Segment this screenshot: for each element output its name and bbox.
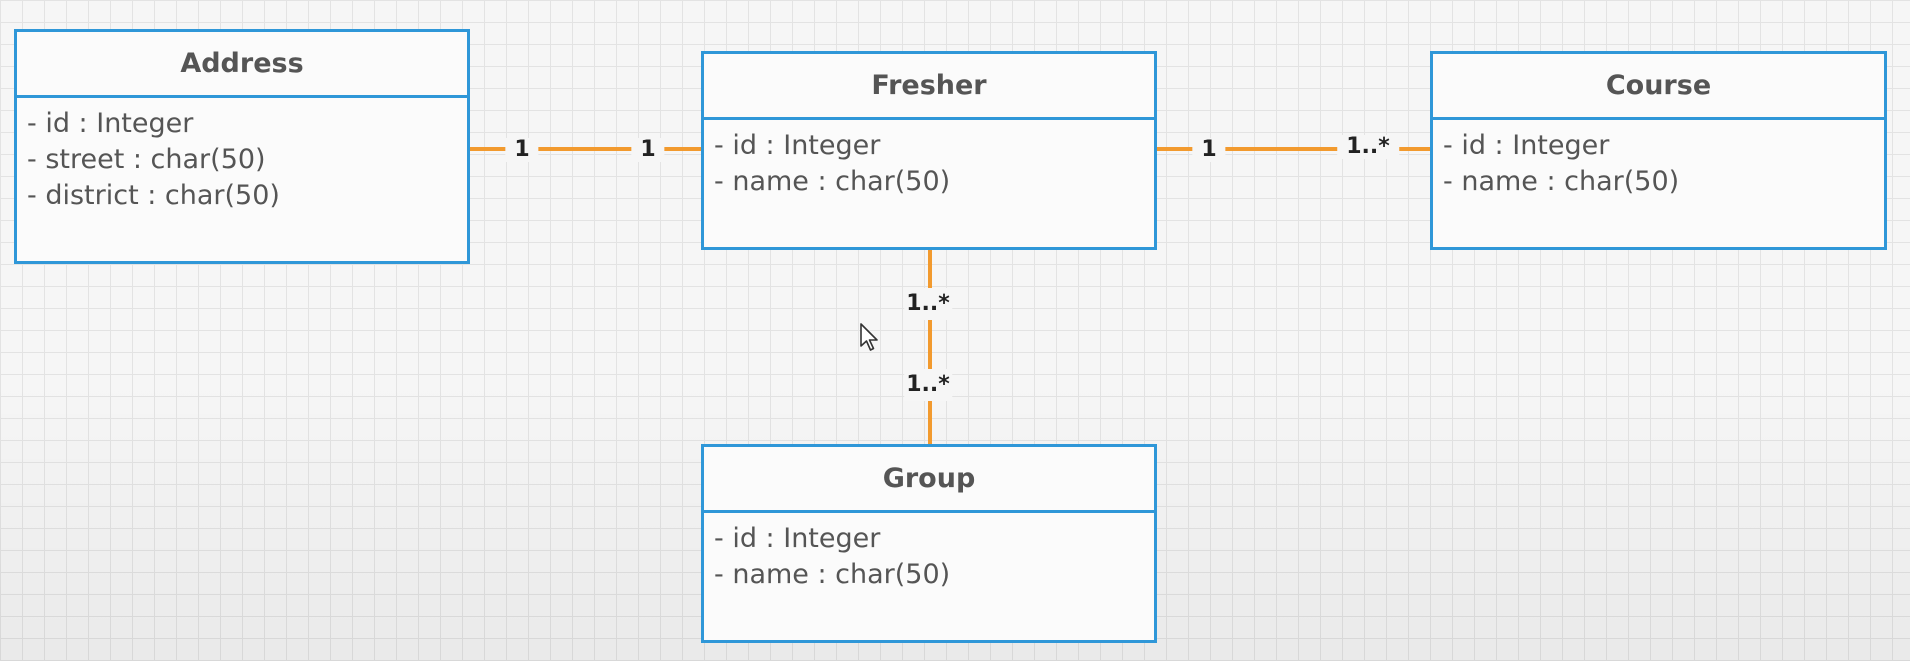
- class-address-attributes: - id : Integer - street : char(50) - dis…: [17, 98, 467, 214]
- class-address[interactable]: Address - id : Integer - street : char(5…: [14, 29, 470, 264]
- attribute: - street : char(50): [27, 144, 266, 175]
- multiplicity-address-side: 1: [505, 138, 539, 162]
- association-address-fresher-line: [468, 147, 703, 151]
- class-fresher[interactable]: Fresher - id : Integer - name : char(50): [701, 51, 1157, 250]
- class-group-name: Group: [704, 447, 1154, 513]
- attribute: - id : Integer: [714, 130, 881, 161]
- multiplicity-fresher-side-group: 1..*: [904, 288, 952, 320]
- class-course-name: Course: [1433, 54, 1884, 120]
- attribute: - name : char(50): [1443, 166, 1680, 197]
- class-course[interactable]: Course - id : Integer - name : char(50): [1430, 51, 1887, 250]
- class-group[interactable]: Group - id : Integer - name : char(50): [701, 444, 1157, 643]
- class-fresher-attributes: - id : Integer - name : char(50): [704, 120, 1154, 200]
- association-fresher-group-line: [928, 247, 932, 447]
- attribute: - name : char(50): [714, 559, 951, 590]
- association-fresher-course-line: [1156, 147, 1432, 151]
- class-fresher-name: Fresher: [704, 54, 1154, 120]
- multiplicity-fresher-side-address: 1: [631, 138, 665, 162]
- class-course-attributes: - id : Integer - name : char(50): [1433, 120, 1884, 200]
- class-address-name: Address: [17, 32, 467, 98]
- mouse-pointer-icon: [860, 323, 878, 351]
- multiplicity-fresher-side-course: 1: [1192, 138, 1226, 162]
- attribute: - id : Integer: [714, 523, 881, 554]
- class-group-attributes: - id : Integer - name : char(50): [704, 513, 1154, 593]
- multiplicity-group-side: 1..*: [904, 369, 952, 401]
- attribute: - id : Integer: [27, 108, 194, 139]
- attribute: - name : char(50): [714, 166, 951, 197]
- multiplicity-course-side: 1..*: [1337, 135, 1399, 159]
- attribute: - id : Integer: [1443, 130, 1610, 161]
- attribute: - district : char(50): [27, 180, 280, 211]
